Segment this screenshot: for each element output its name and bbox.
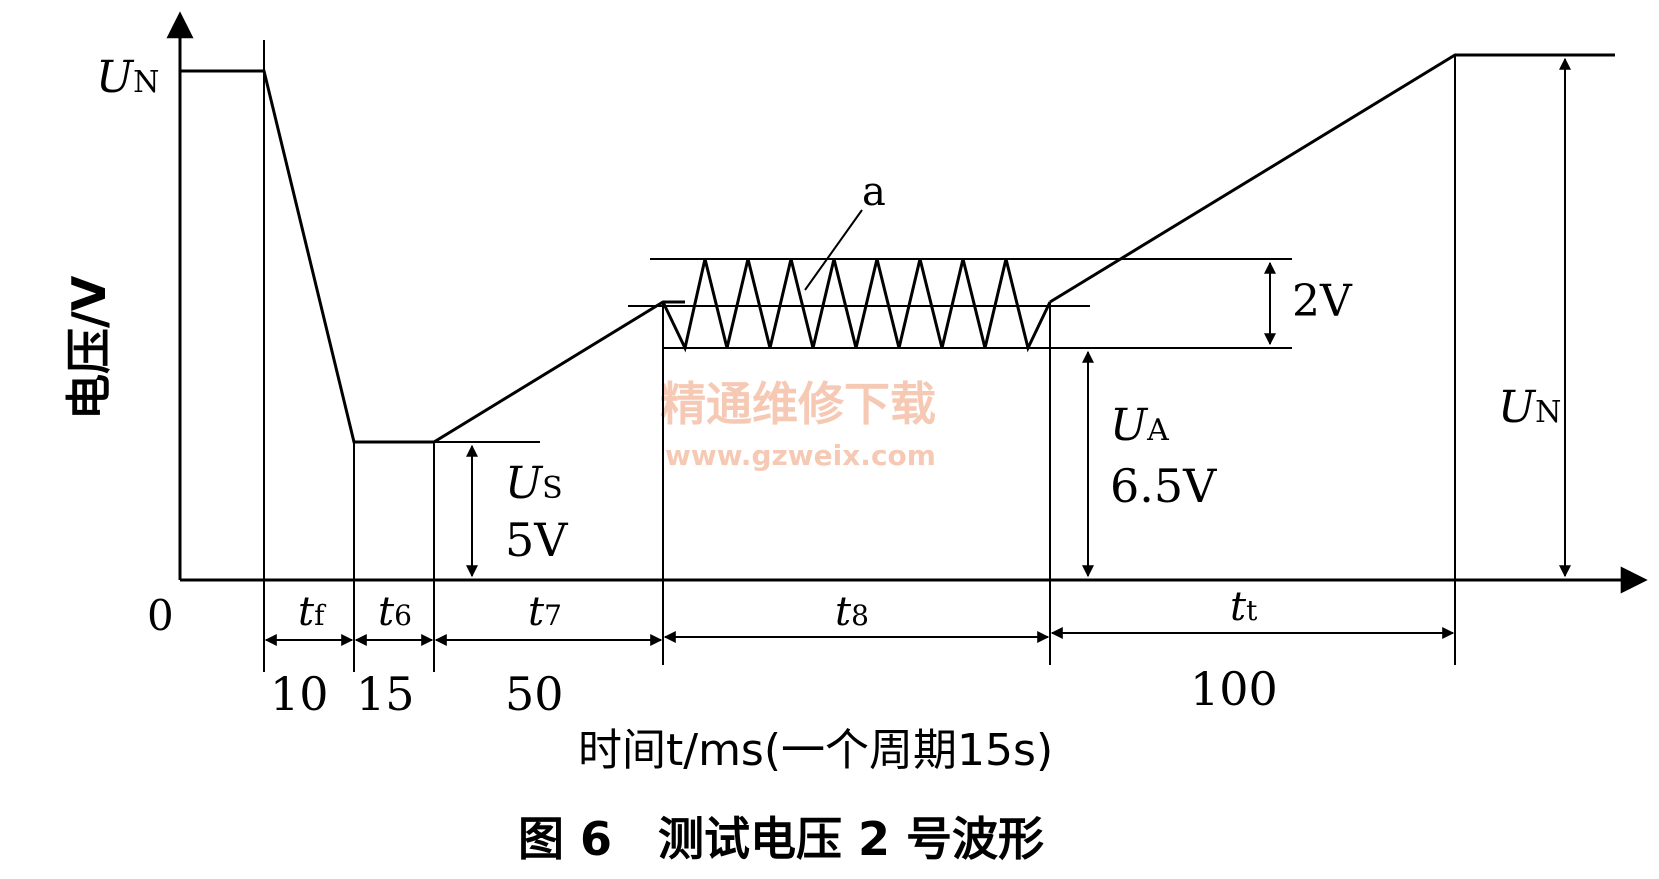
ripple-label: 2V <box>1292 276 1353 327</box>
us-label: US <box>505 458 563 509</box>
duration-tf: 10 <box>270 667 329 721</box>
figure-caption: 图 6 测试电压 2 号波形 <box>518 812 1044 866</box>
us-value: 5V <box>505 513 568 567</box>
ripple-wave <box>661 258 1052 353</box>
segment-label-t6: t6 <box>378 589 412 635</box>
x-axis-label: 时间t/ms(一个周期15s) <box>578 725 1053 776</box>
segment-label-tt: tt <box>1230 584 1258 630</box>
annotation-a-leader <box>804 209 863 291</box>
segment-label-t7: t7 <box>528 589 562 635</box>
watermark-cn: 精通维修下载 <box>660 377 936 431</box>
segment-label-t8: t8 <box>835 589 869 635</box>
ua-value: 6.5V <box>1110 459 1217 513</box>
ua-label: UA <box>1110 400 1169 451</box>
origin-label: 0 <box>147 591 174 640</box>
un-left-label: UN <box>96 52 159 103</box>
duration-t7: 50 <box>505 667 564 721</box>
y-axis-label: 电压/V <box>62 275 116 420</box>
duration-tt: 100 <box>1190 662 1278 716</box>
un-right-label: UN <box>1498 382 1561 433</box>
segment-label-tf: tf <box>298 589 327 635</box>
voltage-waveform-tail <box>1049 53 1615 304</box>
voltage-waveform <box>180 69 685 444</box>
duration-t6: 15 <box>356 667 415 721</box>
watermark-en: www.gzweix.com <box>665 439 936 472</box>
annotation-a-label: a <box>862 169 886 215</box>
